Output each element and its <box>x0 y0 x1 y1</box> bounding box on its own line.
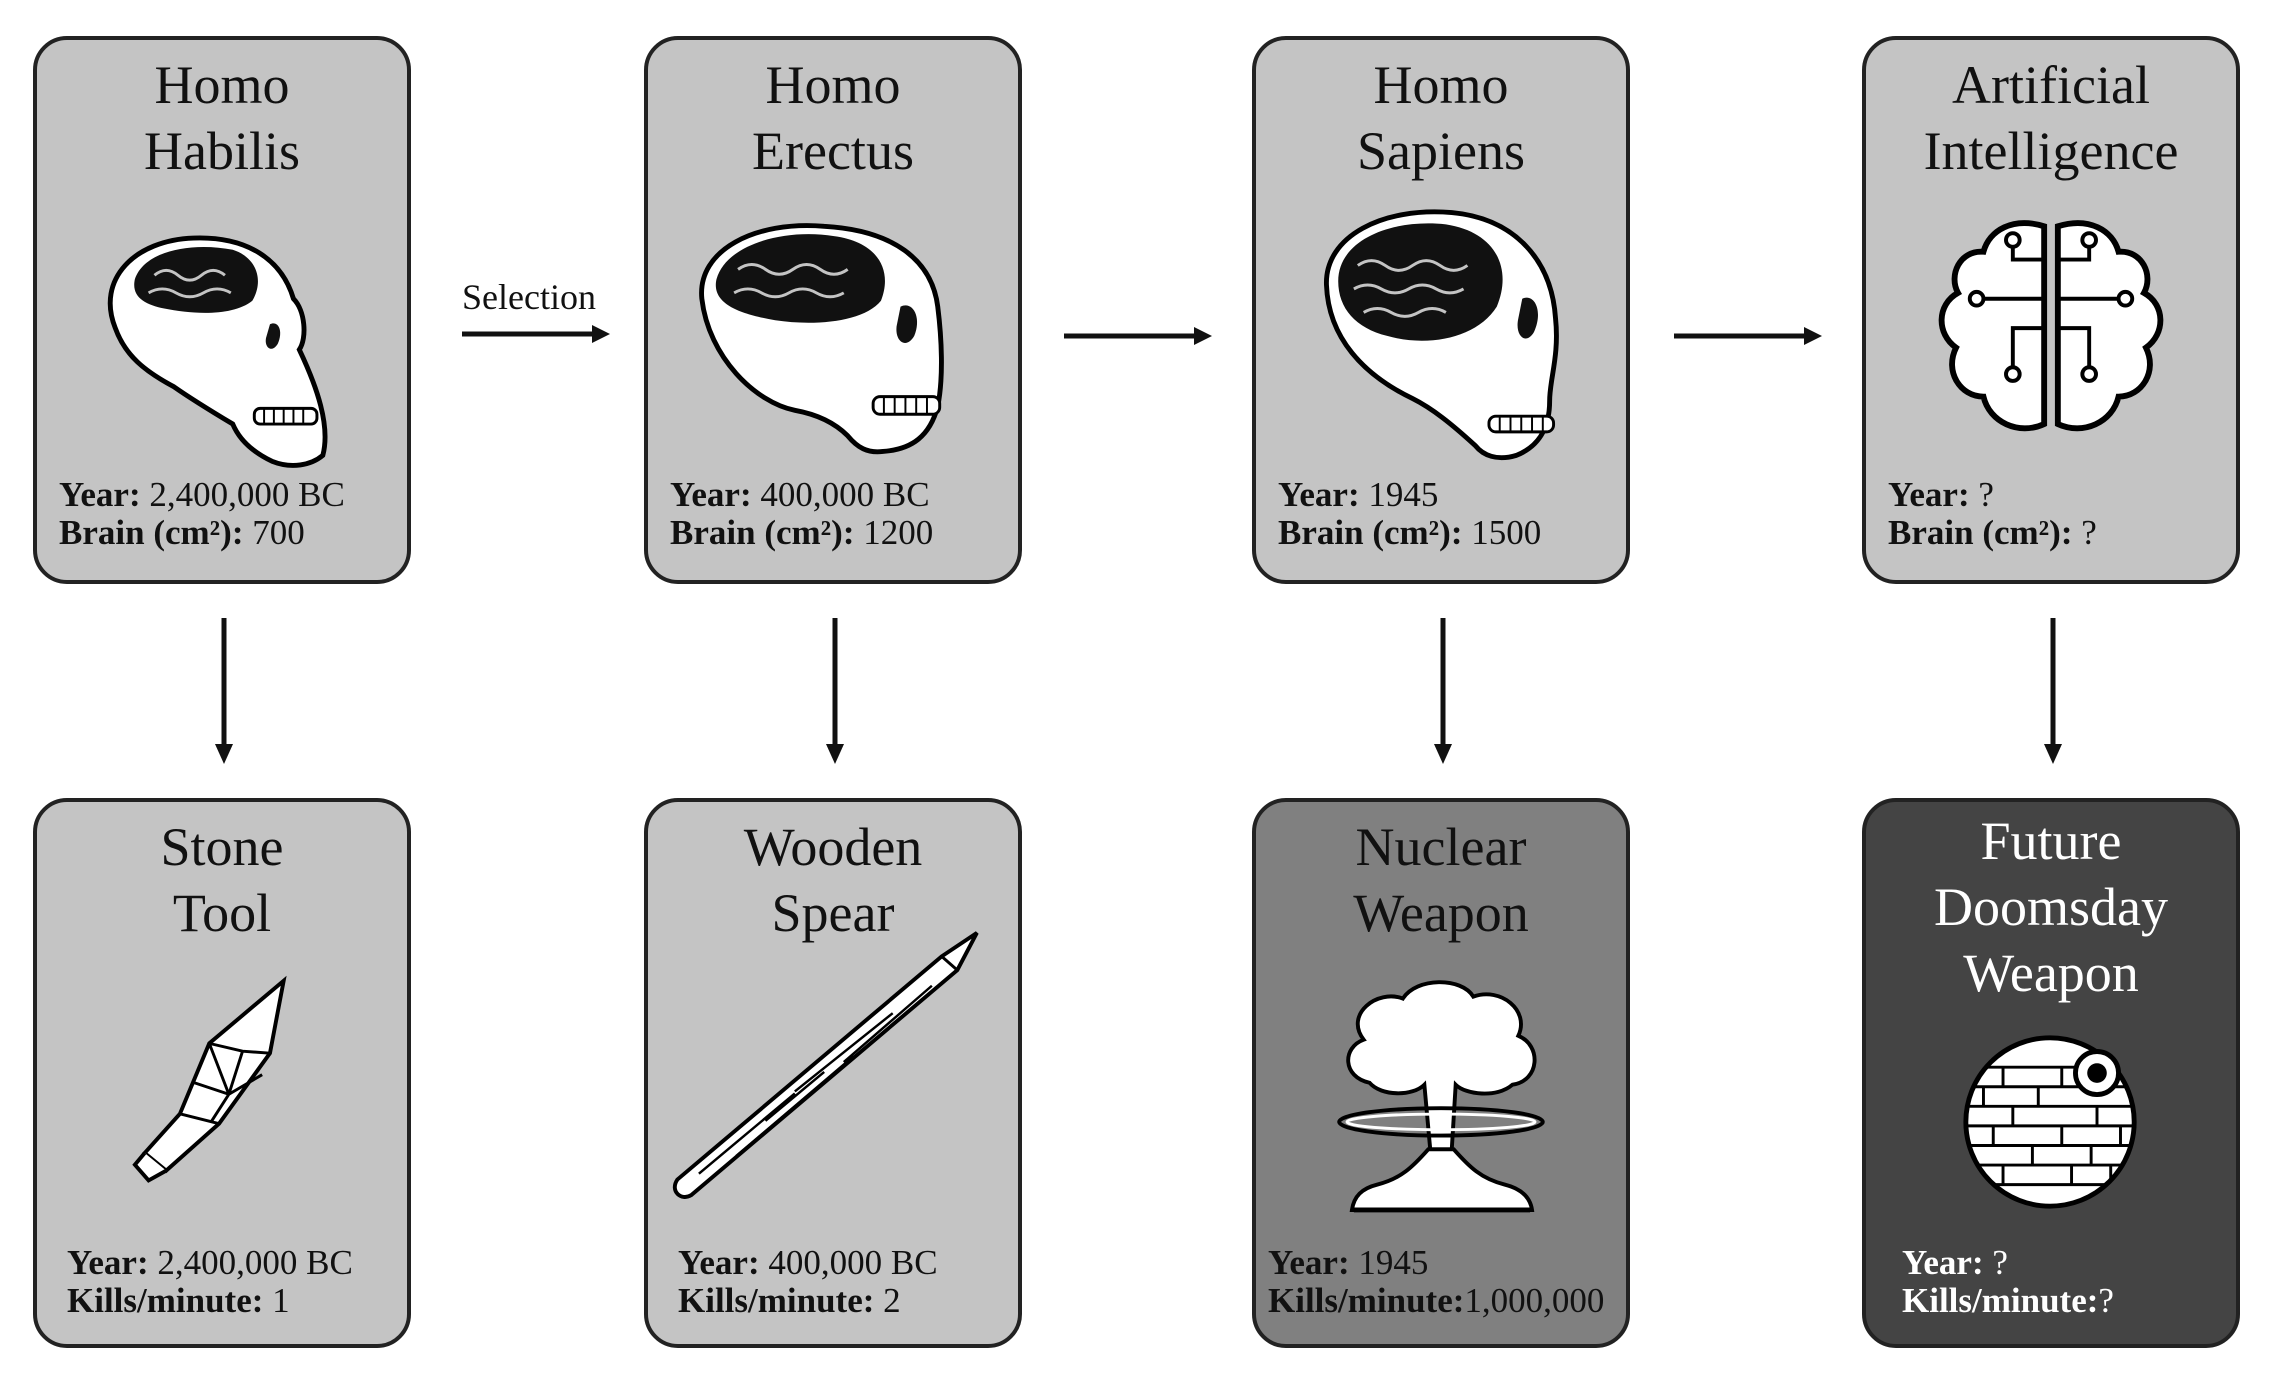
card-stats: Year: 2,400,000 BC Brain (cm²): 700 <box>59 476 399 552</box>
card-stats: Year: 400,000 BC Kills/minute: 2 <box>678 1244 1010 1320</box>
card-stats: Year: 2,400,000 BC Kills/minute: 1 <box>67 1244 399 1320</box>
title-line-2: Spear <box>771 883 895 943</box>
card-title: Future Doomsday Weapon <box>1866 808 2236 1006</box>
card-homo-habilis: Homo Habilis Year: 2,400,000 BC Brain (c… <box>33 36 411 584</box>
card-artificial-intelligence: Artificial Intelligence Year: ? Brain (c… <box>1862 36 2240 584</box>
kills-value: 1 <box>272 1281 290 1320</box>
title-line-2: Intelligence <box>1923 121 2179 181</box>
stone-tool-icon <box>37 962 407 1252</box>
title-line-1: Homo <box>154 55 290 115</box>
year-value: 1945 <box>1358 1243 1429 1282</box>
card-stats: Year: ? Brain (cm²): ? <box>1888 476 2228 552</box>
year-label: Year: <box>670 475 752 514</box>
brain-value: 700 <box>252 513 305 552</box>
arrow-down-icon <box>1431 618 1455 764</box>
title-line-1: Homo <box>1373 55 1509 115</box>
brain-label: Brain (cm²): <box>1888 513 2073 552</box>
title-line-3: Weapon <box>1963 943 2139 1003</box>
title-line-2: Tool <box>172 883 272 943</box>
card-title: Wooden Spear <box>648 814 1018 946</box>
year-label: Year: <box>1268 1243 1350 1282</box>
kills-label: Kills/minute: <box>1902 1281 2099 1320</box>
title-line-1: Wooden <box>743 817 923 877</box>
kills-label: Kills/minute: <box>678 1281 875 1320</box>
card-stats: Year: 400,000 BC Brain (cm²): 1200 <box>670 476 1010 552</box>
selection-label: Selection <box>462 277 596 317</box>
card-stats: Year: 1945 Brain (cm²): 1500 <box>1278 476 1618 552</box>
year-label: Year: <box>59 475 141 514</box>
year-value: ? <box>1992 1243 2008 1282</box>
circuit-brain-icon <box>1866 188 2236 478</box>
card-title: Nuclear Weapon <box>1256 814 1626 946</box>
year-value: 2,400,000 BC <box>149 475 345 514</box>
arrow-right-icon <box>462 322 610 346</box>
brain-label: Brain (cm²): <box>1278 513 1463 552</box>
card-title: Homo Habilis <box>37 52 407 184</box>
card-stats: Year: 1945 Kills/minute:1,000,000 <box>1268 1244 1618 1320</box>
title-line-2: Habilis <box>144 121 300 181</box>
card-title: Homo Sapiens <box>1256 52 1626 184</box>
arrow-right-icon <box>1064 324 1212 348</box>
year-label: Year: <box>67 1243 149 1282</box>
year-value: 1945 <box>1368 475 1439 514</box>
brain-label: Brain (cm²): <box>670 513 855 552</box>
title-line-2: Doomsday <box>1934 877 2168 937</box>
card-title: Stone Tool <box>37 814 407 946</box>
brain-value: 1500 <box>1471 513 1542 552</box>
title-line-1: Stone <box>160 817 284 877</box>
title-line-1: Artificial <box>1952 55 2150 115</box>
kills-label: Kills/minute: <box>1268 1281 1465 1320</box>
card-title: Homo Erectus <box>648 52 1018 184</box>
erectus-skull-icon <box>648 188 1018 478</box>
year-label: Year: <box>1888 475 1970 514</box>
title-line-2: Sapiens <box>1357 121 1525 181</box>
card-title: Artificial Intelligence <box>1866 52 2236 184</box>
card-nuclear-weapon: Nuclear Weapon Year: 1945 Kills/minute:1… <box>1252 798 1630 1348</box>
title-line-2: Erectus <box>752 121 914 181</box>
card-stats: Year: ? Kills/minute:? <box>1902 1244 2228 1320</box>
year-label: Year: <box>1902 1243 1984 1282</box>
kills-value: 1,000,000 <box>1464 1281 1605 1320</box>
year-label: Year: <box>1278 475 1360 514</box>
card-wooden-spear: Wooden Spear Year: 400,000 BC Kills/minu… <box>644 798 1022 1348</box>
year-label: Year: <box>678 1243 760 1282</box>
title-line-1: Homo <box>765 55 901 115</box>
year-value: ? <box>1978 475 1994 514</box>
death-star-icon <box>1866 1026 2236 1216</box>
year-value: 400,000 BC <box>768 1243 938 1282</box>
brain-value: 1200 <box>863 513 934 552</box>
kills-label: Kills/minute: <box>67 1281 264 1320</box>
mushroom-cloud-icon <box>1256 972 1626 1262</box>
card-stone-tool: Stone Tool Year: 2,400,000 BC Kills/minu… <box>33 798 411 1348</box>
title-line-2: Weapon <box>1353 883 1529 943</box>
kills-value: ? <box>2098 1281 2114 1320</box>
brain-value: ? <box>2081 513 2097 552</box>
title-line-1: Nuclear <box>1355 817 1527 877</box>
wooden-spear-icon <box>648 922 1018 1212</box>
year-value: 400,000 BC <box>760 475 930 514</box>
kills-value: 2 <box>883 1281 901 1320</box>
arrow-down-icon <box>823 618 847 764</box>
brain-label: Brain (cm²): <box>59 513 244 552</box>
card-homo-sapiens: Homo Sapiens Year: 1945 Brain (cm²): 150… <box>1252 36 1630 584</box>
card-future-doomsday-weapon: Future Doomsday Weapon Year: ? Kills/min… <box>1862 798 2240 1348</box>
title-line-1: Future <box>1980 811 2122 871</box>
year-value: 2,400,000 BC <box>157 1243 353 1282</box>
card-homo-erectus: Homo Erectus Year: 400,000 BC Brain (cm²… <box>644 36 1022 584</box>
arrow-down-icon <box>2041 618 2065 764</box>
arrow-right-icon <box>1674 324 1822 348</box>
arrow-down-icon <box>212 618 236 764</box>
habilis-skull-icon <box>37 188 407 478</box>
sapiens-skull-icon <box>1256 188 1626 478</box>
